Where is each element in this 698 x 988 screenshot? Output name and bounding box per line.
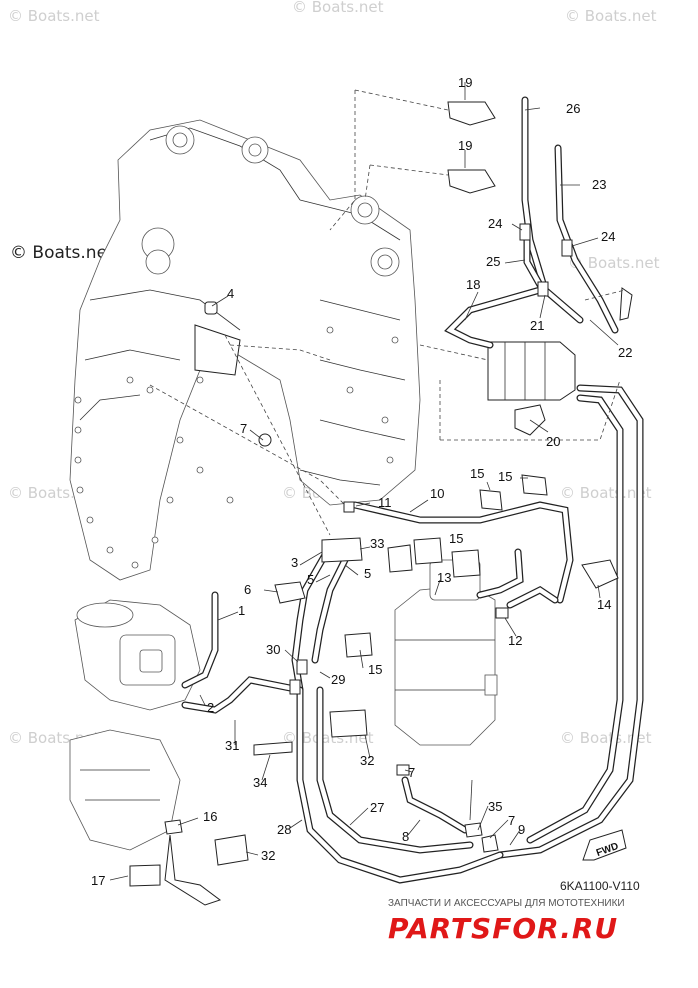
callout-label: 29 <box>331 672 345 687</box>
clips-and-fittings <box>129 101 633 906</box>
callout-label: 7 <box>408 765 415 780</box>
callout-label: 24 <box>488 216 502 231</box>
callout-label: 17 <box>91 873 105 888</box>
callout-label: 22 <box>618 345 632 360</box>
callout-label: 2 <box>207 700 214 715</box>
watermark: © Boats.net <box>292 0 384 16</box>
callout-label: 6 <box>244 582 251 597</box>
throttle-body <box>69 599 201 851</box>
watermark: © Boats.net <box>568 254 660 272</box>
callout-label: 26 <box>566 101 580 116</box>
watermark: © Boats.net <box>560 729 652 747</box>
callout-label: 25 <box>486 254 500 269</box>
vapor-separator <box>394 559 498 746</box>
callout-label: 19 <box>458 138 472 153</box>
engine-block <box>69 119 421 581</box>
leader-lines <box>109 82 626 881</box>
callout-labels: 19 26 19 23 24 24 25 18 21 22 4 20 7 15 … <box>91 75 632 888</box>
diagram-code: 6KA1100-V110 <box>560 879 640 893</box>
callout-label: 23 <box>592 177 606 192</box>
callout-label: 27 <box>370 800 384 815</box>
callout-label: 4 <box>227 286 234 301</box>
footer-brand-logo: PARTSFOR.RU <box>388 912 618 945</box>
fuel-filter-canister <box>487 341 576 401</box>
footer-caption: ЗАПЧАСТИ И АКСЕССУАРЫ ДЛЯ МОТОТЕХНИКИ <box>388 898 625 909</box>
callout-label: 1 <box>238 603 245 618</box>
callout-label: 34 <box>253 775 267 790</box>
callout-label: 16 <box>203 809 217 824</box>
callout-label: 31 <box>225 738 239 753</box>
callout-label: 5 <box>307 572 314 587</box>
callout-label: 15 <box>498 469 512 484</box>
callout-label: 21 <box>530 318 544 333</box>
callout-label: 24 <box>601 229 615 244</box>
hose-network <box>181 96 644 884</box>
callout-label: 33 <box>370 536 384 551</box>
callout-label: 15 <box>449 531 463 546</box>
callout-label: 8 <box>402 829 409 844</box>
callout-label: 19 <box>458 75 472 90</box>
callout-label: 5 <box>364 566 371 581</box>
callout-label: 18 <box>466 277 480 292</box>
callout-label: 30 <box>266 642 280 657</box>
watermark: © Boats.net <box>560 484 652 502</box>
callout-label: 9 <box>518 822 525 837</box>
callout-label: 28 <box>277 822 291 837</box>
callout-label: 12 <box>508 633 522 648</box>
callout-label: 7 <box>508 813 515 828</box>
callout-label: 7 <box>240 421 247 436</box>
callout-label: 20 <box>546 434 560 449</box>
callout-label: 35 <box>488 799 502 814</box>
watermark: © Boats.net <box>565 7 657 25</box>
watermark: © Boats.net <box>8 7 100 25</box>
watermark-layer: © Boats.net © Boats.net © Boats.net © Bo… <box>8 0 660 747</box>
callout-label: 3 <box>291 555 298 570</box>
callout-label: 13 <box>437 570 451 585</box>
callout-label: 15 <box>470 466 484 481</box>
callout-label: 15 <box>368 662 382 677</box>
callout-label: 10 <box>430 486 444 501</box>
callout-label: 14 <box>597 597 611 612</box>
callout-label: 32 <box>261 848 275 863</box>
callout-label: 32 <box>360 753 374 768</box>
callout-label: 11 <box>378 495 392 510</box>
watermark-main: © Boats.net <box>10 243 114 263</box>
